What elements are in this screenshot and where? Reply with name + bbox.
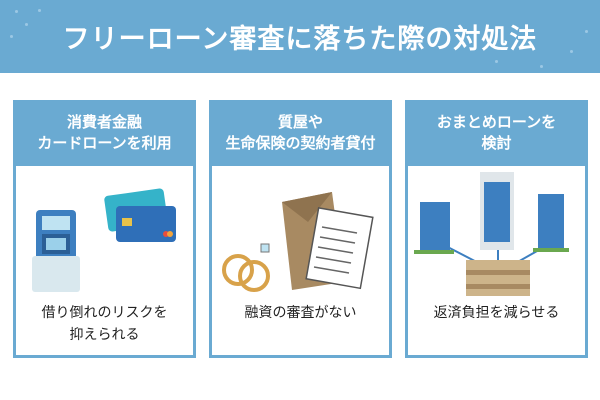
page-title: フリーローン審査に落ちた際の対処法 [62, 24, 538, 55]
card-pawnshop-policy-loan: 質屋や生命保険の契約者貸付 融資の審査がない [209, 100, 392, 358]
card-heading-line2: 検討 [481, 134, 512, 152]
card-debt-consolidation: おまとめローンを検討 返済負担を減らせる [405, 100, 588, 358]
card-caption-line2: 抑えられる [69, 327, 140, 343]
card-heading-line2: 生命保険の契約者貸付 [225, 134, 376, 152]
card-caption-line1: 借り倒れのリスクを [41, 305, 168, 321]
bag-ring-document-illustration [222, 192, 374, 292]
card-caption-line1: 融資の審査がない [244, 305, 357, 321]
title-banner: フリーローン審査に落ちた際の対処法 [0, 0, 600, 73]
buildings-money-illustration [414, 172, 569, 296]
card-consumer-finance: 消費者金融カードローンを利用 借り倒れのリスクを抑えられる [13, 100, 196, 358]
card-caption-line1: 返済負担を減らせる [433, 305, 560, 321]
card-heading-line1: おまとめローンを [436, 113, 557, 131]
card-heading-line1: 質屋や [277, 113, 323, 131]
card-heading-line2: カードローンを利用 [37, 134, 172, 152]
card-heading-line1: 消費者金融 [66, 113, 142, 131]
atm-and-credit-cards-illustration [32, 188, 176, 292]
